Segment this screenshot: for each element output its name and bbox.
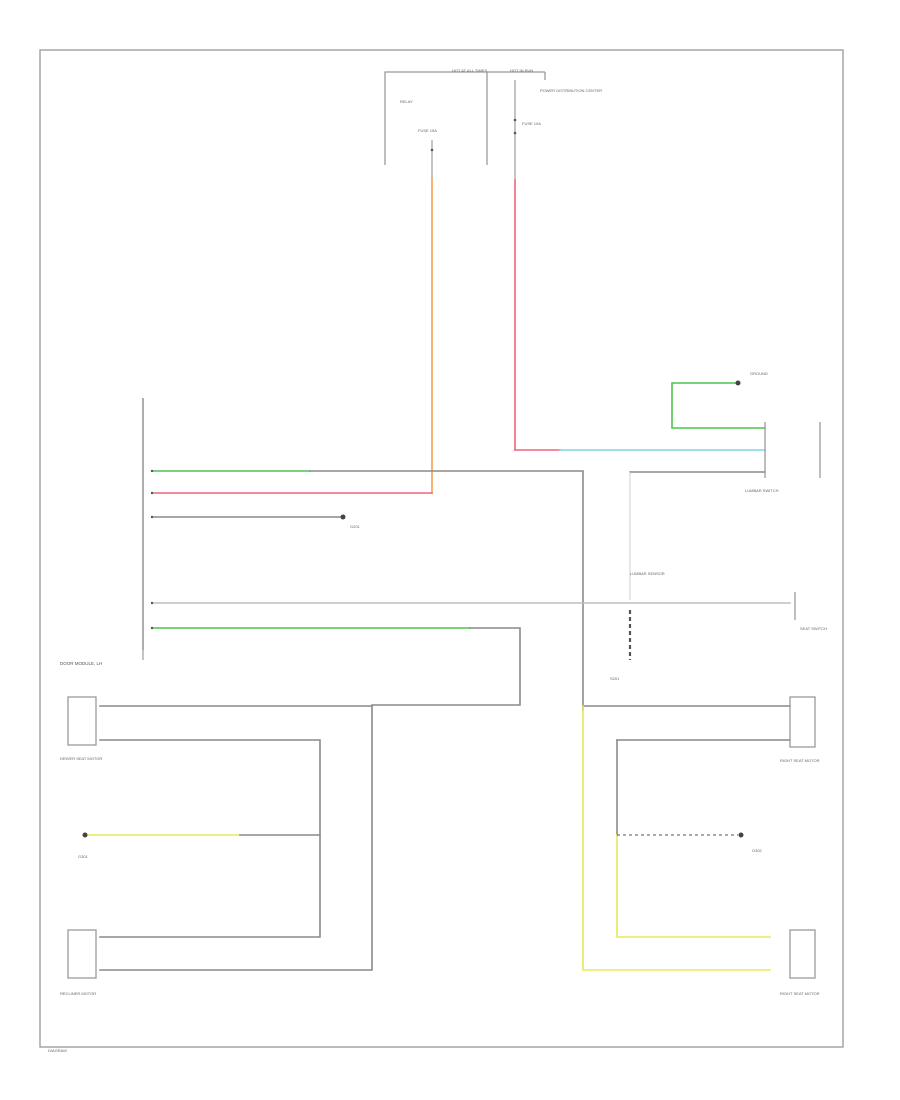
driver-seat-motor: DRIVER SEAT MOTOR [60,696,102,761]
remote-ground-icon [735,380,741,386]
ground-left-icon [82,832,88,838]
green-loop-wire [671,382,766,429]
lumbar-switch: LUMBAR SWITCH [745,422,821,493]
power-distribution-box: HOT AT ALL TIMES HOT IN RUN RELAY POWER … [384,68,602,180]
right-lower-motor: RIGHT SEAT MOTOR [780,929,820,996]
gray-wire-row5 [371,627,521,706]
ground-right-icon [738,832,744,838]
hot-at-all-times-text: HOT AT ALL TIMES [452,68,487,73]
seat-switch-text: SEAT SWITCH [800,626,827,631]
right-lower-text: RIGHT SEAT MOTOR [780,991,820,996]
vertical-wire-mid [99,705,373,971]
module-pins [150,469,154,630]
fuse-left-text: FUSE 15A [418,128,437,133]
footer-code-text: DIAGRAM [48,1048,67,1053]
relay-text: RELAY [400,99,413,104]
fuse-right-text: FUSE 10A [522,121,541,126]
gray-wire-top [309,470,584,711]
diagram-border [39,49,844,1048]
splice-text: S201 [610,676,620,681]
fuse-box-text: POWER DISTRIBUTION CENTER [540,88,602,93]
right-seat-motor: RIGHT SEAT MOTOR [780,696,820,763]
lumbar-relay-text: LUMBAR SENSOR [630,571,665,576]
yellow-wire-right-2 [616,834,771,938]
driver-seat-text: DRIVER SEAT MOTOR [60,756,102,761]
ground-point-mid-text: G301 [78,854,89,859]
remote-ground-text: GROUND [750,371,768,376]
hot-in-run-text: HOT IN RUN [510,68,533,73]
door-module-text: DOOR MODULE, LH [60,661,102,666]
door-module: DOOR MODULE, LH [60,398,144,666]
ground-point-icon [340,514,346,520]
recliner-text: RECLINER MOTOR [60,991,96,996]
recliner-motor: RECLINER MOTOR [60,929,97,996]
lumbar-switch-text: LUMBAR SWITCH [745,488,779,493]
yellow-wire-right [582,705,771,971]
ground-point-left-text: G201 [350,524,361,529]
right-seat-text: RIGHT SEAT MOTOR [780,758,820,763]
driver-seat-wire-bottom [99,739,321,938]
ground-point-right-text: G302 [752,848,763,853]
